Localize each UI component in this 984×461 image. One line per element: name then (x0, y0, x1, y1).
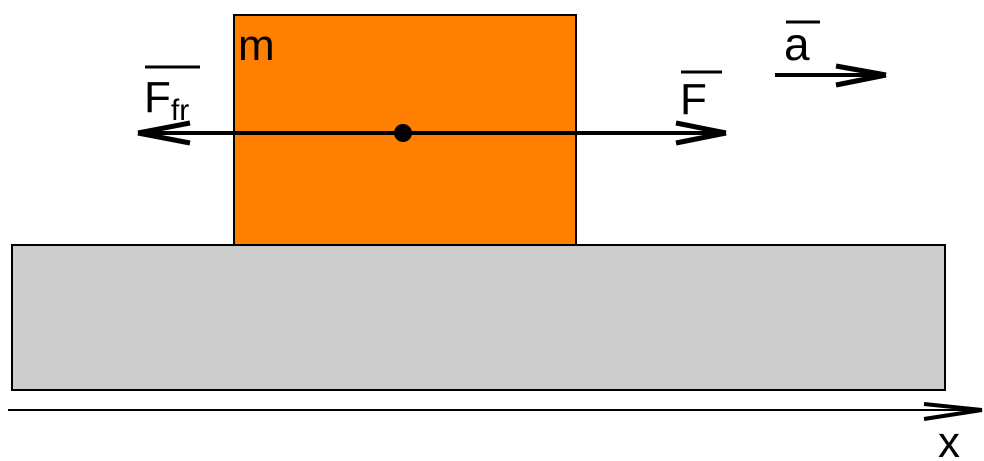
center-of-mass-dot (394, 124, 412, 142)
mass-label: m (238, 21, 275, 70)
x-axis-arrowhead-icon (923, 402, 983, 421)
surface (11, 244, 946, 391)
force-arrowhead-icon (675, 120, 727, 146)
friction-arrowhead-icon (137, 120, 191, 146)
acceleration-arrowhead-icon (835, 63, 887, 88)
friction-force-label: Ffr (144, 73, 189, 127)
x-axis-label: x (938, 418, 960, 461)
applied-force-label: F (680, 75, 707, 124)
acceleration-label: a (784, 18, 810, 70)
